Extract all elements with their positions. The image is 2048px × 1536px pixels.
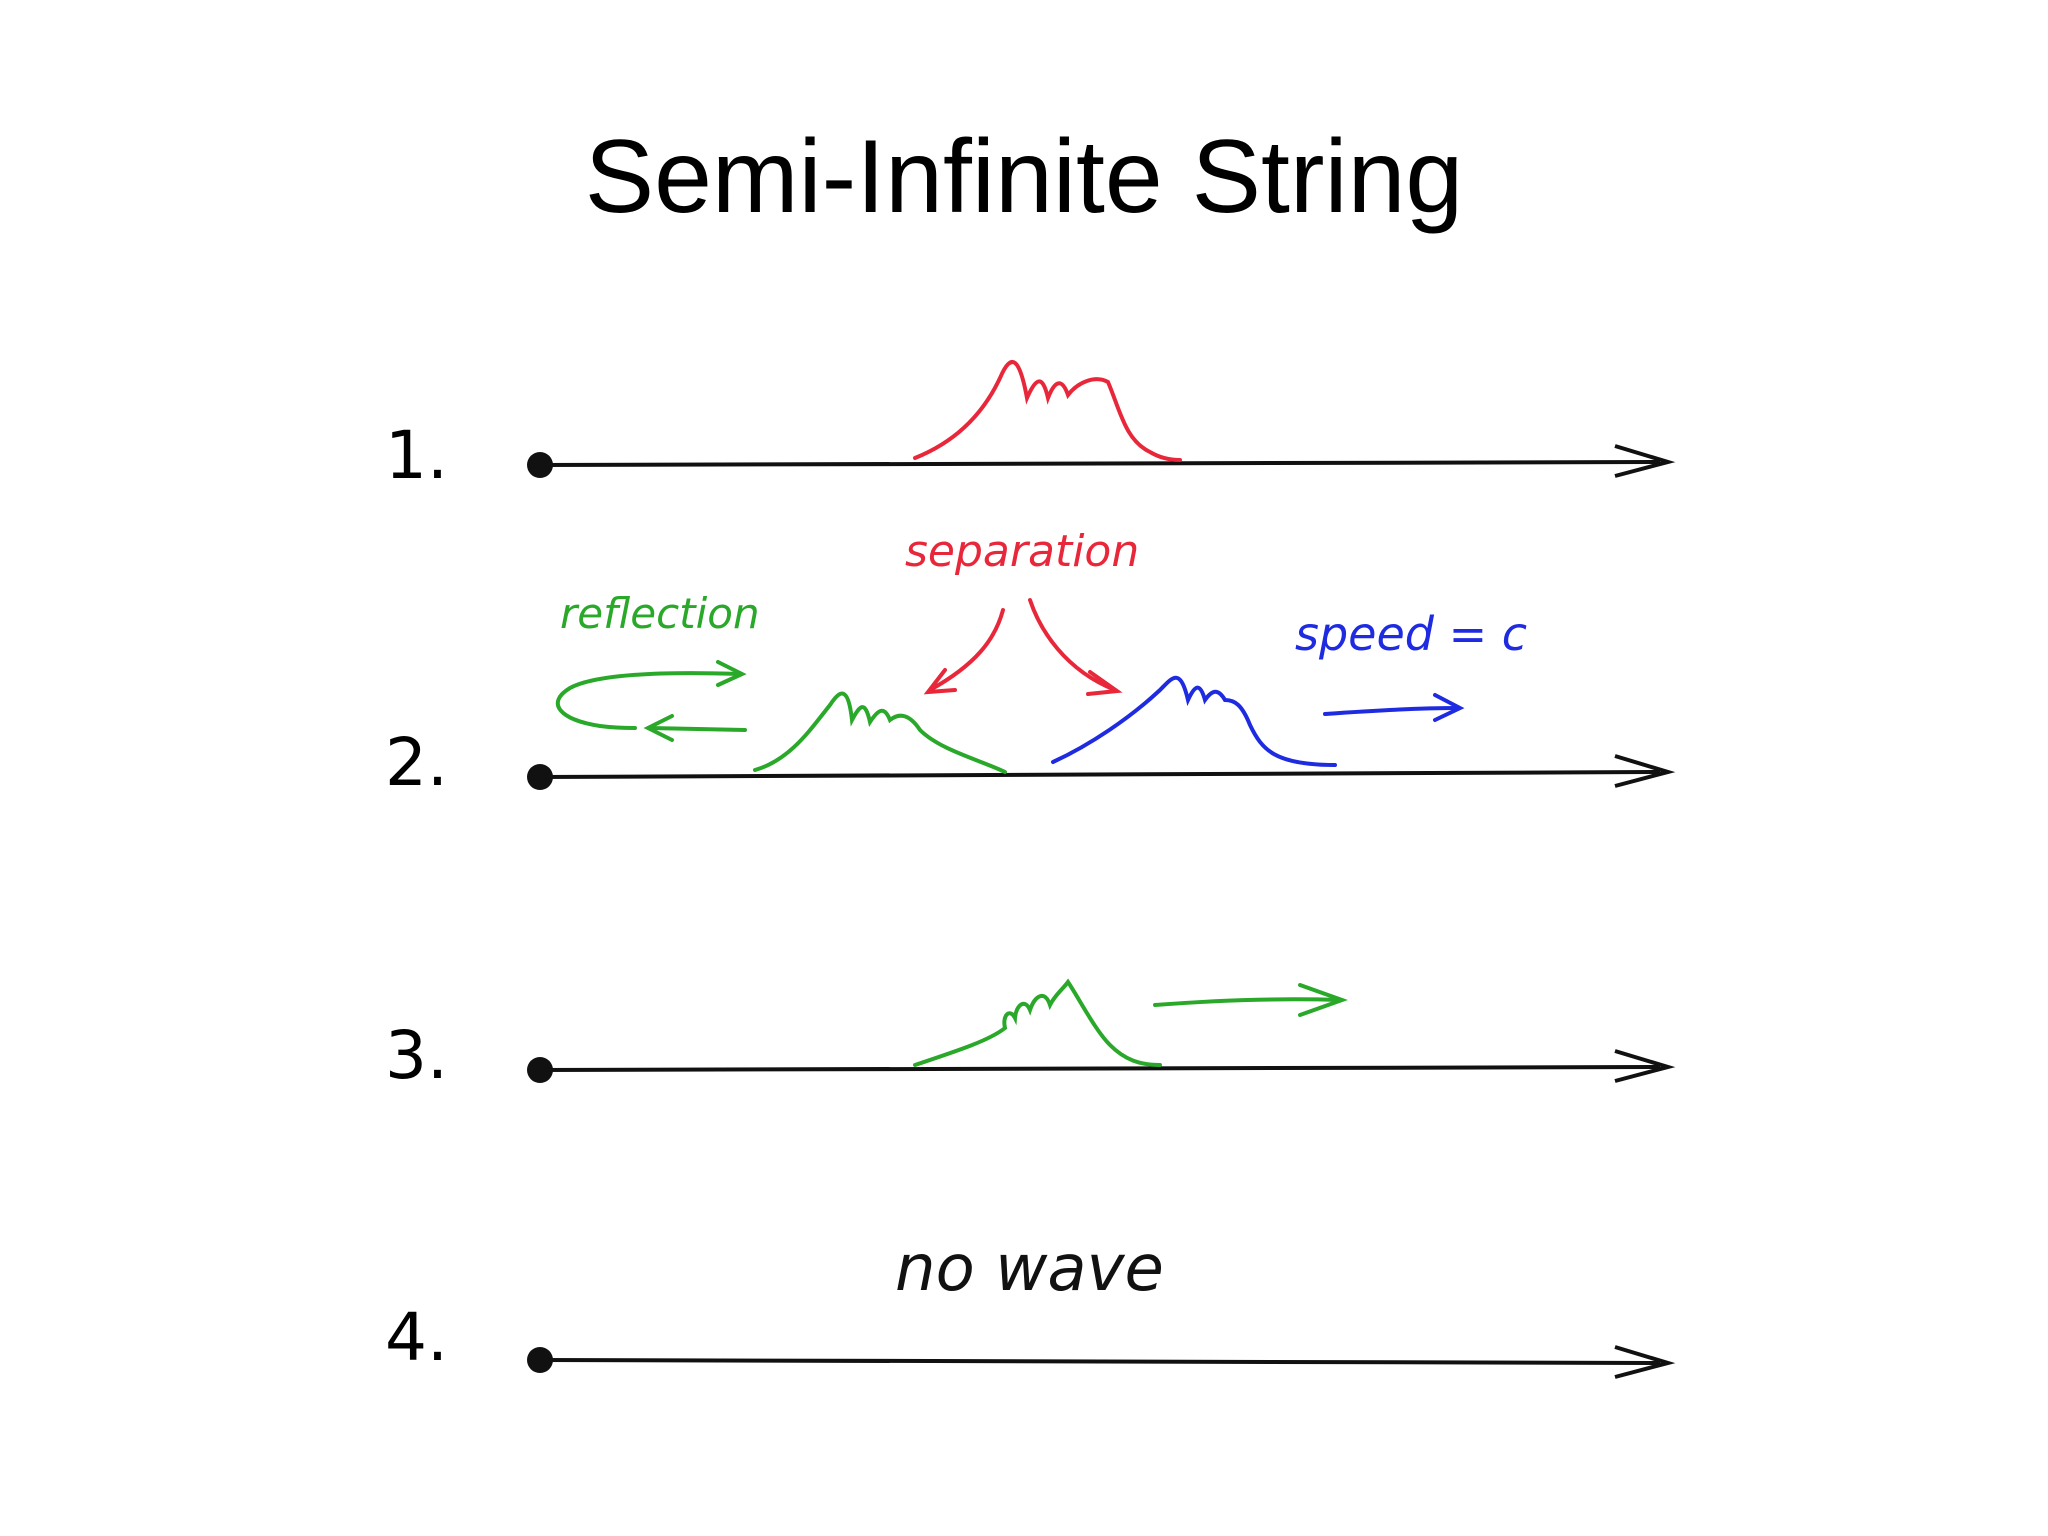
string-line-1 xyxy=(539,460,1661,467)
pulse-red-initial xyxy=(913,359,1182,462)
row-number-2: 2. xyxy=(385,724,448,801)
reflection-arrowhead-left xyxy=(643,714,674,742)
speed-arrow-line xyxy=(1323,706,1460,716)
row-1: 1. xyxy=(385,359,1676,494)
row-number-3: 3. xyxy=(385,1017,448,1094)
string-line-3 xyxy=(539,1065,1661,1072)
separation-arrowhead-right xyxy=(1086,670,1123,696)
row-number-4: 4. xyxy=(385,1299,448,1376)
separation-label: separation xyxy=(905,526,1139,577)
reflection-label: reflection xyxy=(560,589,760,638)
separation-arrowhead-left xyxy=(923,668,957,695)
outgoing-arrowhead xyxy=(1298,983,1348,1017)
row-number-1: 1. xyxy=(385,417,448,494)
string-arrow-1 xyxy=(1614,444,1676,478)
reflection-return-line xyxy=(648,726,747,732)
pulse-green-reflected xyxy=(753,691,1007,774)
separation-arrow-right xyxy=(1028,598,1117,692)
pulse-green-outgoing xyxy=(913,978,1162,1067)
row-2: 2. separation reflection speed = c xyxy=(385,526,1676,801)
pulse-blue-transmitted xyxy=(1051,675,1337,767)
reflection-loop xyxy=(555,671,742,730)
string-line-2 xyxy=(539,770,1661,779)
string-arrow-4 xyxy=(1614,1345,1676,1379)
reflection-arrowhead-right xyxy=(716,660,747,687)
slide-title: Semi-Infinite String xyxy=(584,119,1464,235)
speed-arrowhead xyxy=(1433,693,1465,722)
string-arrow-2 xyxy=(1614,754,1676,788)
row-3: 3. xyxy=(385,978,1676,1094)
row-4: 4. no wave xyxy=(385,1232,1676,1379)
string-line-4 xyxy=(539,1358,1661,1365)
string-arrow-3 xyxy=(1614,1049,1676,1083)
separation-arrow-left xyxy=(928,608,1005,692)
speed-label: speed = c xyxy=(1295,607,1527,661)
outgoing-arrow-line xyxy=(1153,997,1342,1007)
no-wave-label: no wave xyxy=(895,1232,1164,1306)
